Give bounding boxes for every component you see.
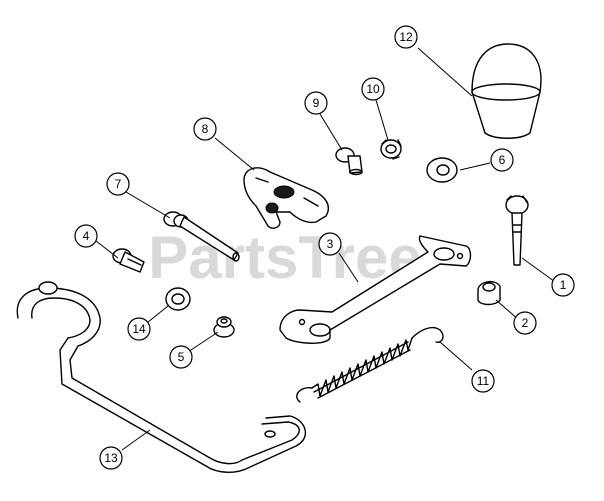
part-spring-11[interactable]	[296, 326, 444, 403]
callout-2: 2	[513, 311, 537, 335]
callout-label: 8	[202, 122, 209, 136]
callout-label: 7	[115, 177, 122, 191]
callout-label: 2	[522, 316, 529, 330]
part-washer-14[interactable]	[165, 287, 191, 311]
callout-11: 11	[471, 369, 495, 393]
part-link-plate-3[interactable]	[279, 235, 472, 344]
callout-label: 14	[132, 322, 146, 336]
callout-label: 13	[104, 451, 118, 465]
callout-3: 3	[318, 232, 342, 256]
part-nut-10[interactable]	[380, 139, 402, 160]
callout-14: 14	[127, 317, 151, 341]
part-nut-5[interactable]	[213, 316, 235, 338]
leader-lines	[95, 47, 559, 451]
callout-label: 1	[560, 278, 567, 292]
part-locknut-2[interactable]	[477, 280, 501, 306]
callout-10: 10	[361, 77, 385, 101]
callout-label: 9	[313, 96, 320, 110]
callout-label: 12	[399, 30, 413, 44]
part-bolt-7[interactable]	[163, 211, 240, 262]
callout-12: 12	[394, 25, 418, 49]
part-bushing-9[interactable]	[335, 147, 363, 176]
part-bolt-1[interactable]	[505, 195, 529, 266]
callout-7: 7	[106, 172, 130, 196]
callout-4: 4	[74, 224, 98, 248]
callout-label: 11	[477, 374, 490, 388]
callout-13: 13	[99, 446, 123, 470]
callout-5: 5	[169, 345, 193, 369]
callout-6: 6	[490, 148, 514, 172]
part-bracket-8[interactable]	[243, 167, 330, 229]
callout-9: 9	[304, 91, 328, 115]
callout-label: 4	[83, 229, 90, 243]
callout-8: 8	[193, 117, 217, 141]
part-rod-13[interactable]	[16, 281, 307, 473]
part-washer-6[interactable]	[426, 157, 458, 183]
callout-1: 1	[551, 273, 575, 297]
callout-label: 5	[178, 350, 185, 364]
callout-label: 3	[327, 237, 334, 251]
part-bolt-4[interactable]	[112, 248, 145, 273]
callout-label: 10	[366, 82, 380, 96]
callout-label: 6	[499, 153, 506, 167]
part-knob[interactable]	[471, 43, 542, 139]
